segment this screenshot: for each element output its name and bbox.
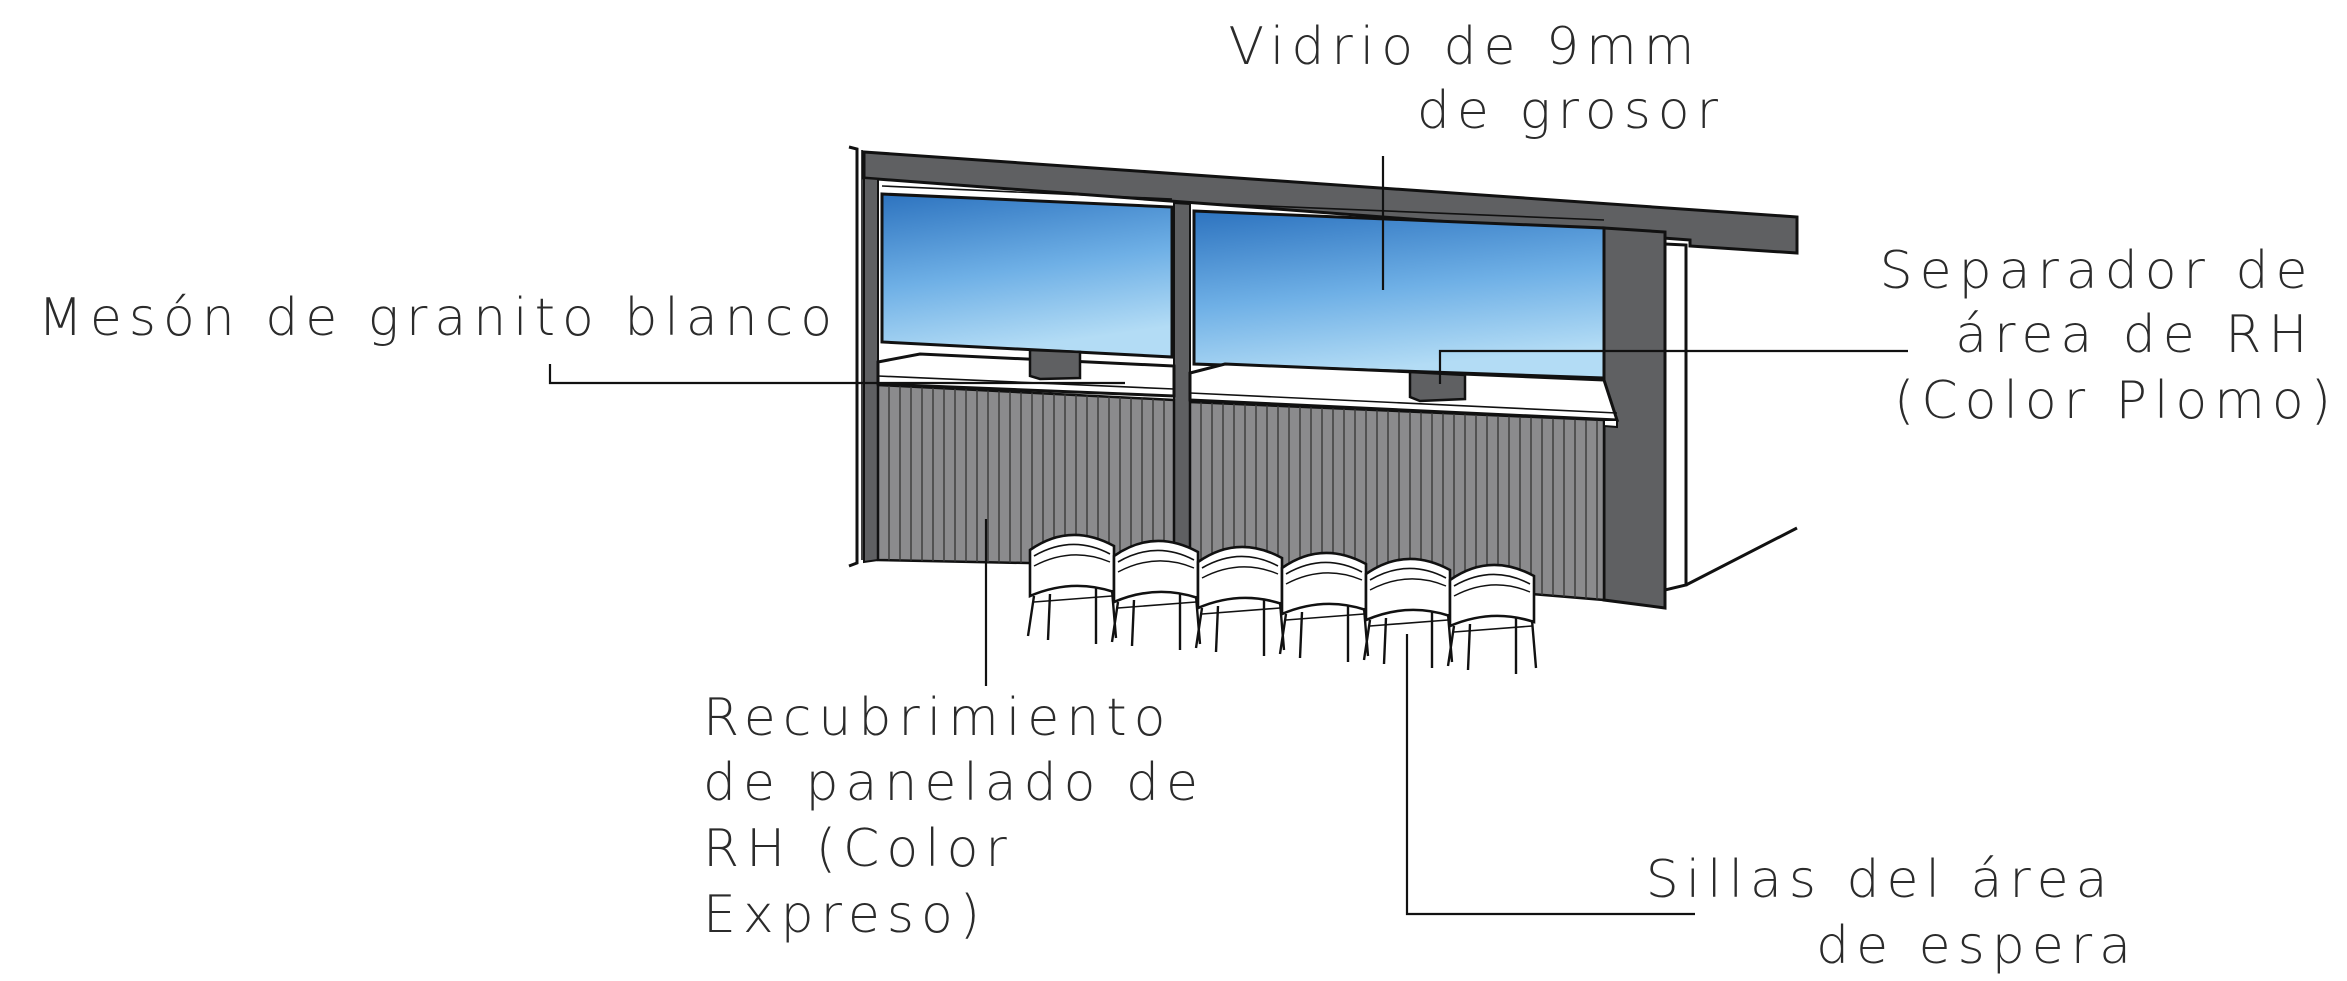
chair [1362, 557, 1454, 668]
glass-panel-right [1192, 209, 1606, 380]
label-sillas-line-1: Sillas del área [1646, 850, 2115, 910]
label-separador-line-1: Separador de [1880, 241, 2315, 301]
waiting-chairs [1026, 533, 1538, 674]
chair [1110, 539, 1202, 650]
label-recubrimiento: Recubrimiento de panelado de RH (Color E… [703, 688, 1229, 945]
label-vidrio: Vidrio de 9mm de grosor [1228, 17, 1725, 141]
chair [1446, 563, 1538, 674]
label-recubrimiento-line-1: Recubrimiento [703, 688, 1172, 748]
label-separador: Separador de área de RH (Color Plomo) [1880, 241, 2338, 431]
rh-separators [1028, 348, 1467, 403]
chair [1194, 545, 1286, 656]
leader-separador [1438, 349, 1908, 384]
label-recubrimiento-line-2: de panelado de [703, 753, 1205, 813]
label-separador-line-3: (Color Plomo) [1894, 371, 2338, 431]
leader-lines [548, 156, 1908, 916]
left-wall-edge [848, 145, 863, 568]
label-sillas: Sillas del área de espera [1646, 850, 2138, 976]
label-vidrio-line-2: de grosor [1417, 81, 1725, 141]
chair [1026, 533, 1118, 644]
chair [1278, 551, 1370, 662]
side-return-wall [1663, 242, 1798, 592]
leader-sillas [1405, 634, 1695, 916]
granite-counter [876, 352, 1620, 429]
glass-panel-left [880, 192, 1174, 359]
label-separador-line-2: área de RH [1955, 305, 2314, 365]
label-sillas-line-2: de espera [1816, 916, 2138, 976]
leader-meson [548, 364, 1125, 385]
label-meson: Mesón de granito blanco [38, 288, 839, 348]
glass-panels [880, 185, 1606, 380]
paneling [876, 383, 1606, 602]
label-recubrimiento-line-4: Expreso) [703, 885, 987, 945]
label-meson-line-1: Mesón de granito blanco [38, 288, 839, 348]
label-recubrimiento-line-3: RH (Color [703, 819, 1014, 879]
label-vidrio-line-1: Vidrio de 9mm [1228, 17, 1701, 77]
